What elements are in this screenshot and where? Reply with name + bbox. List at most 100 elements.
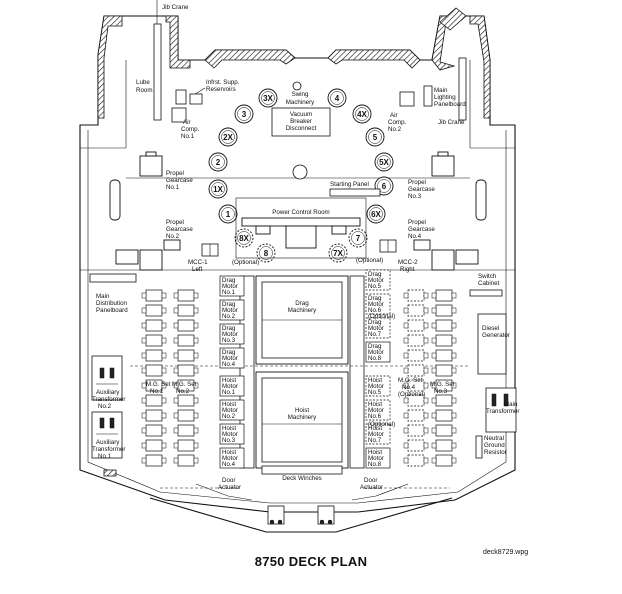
mg-set-3-line-2: No.3 <box>434 388 448 395</box>
switch-cabinet: Switch Cabinet <box>469 273 503 297</box>
circle-label: 8X <box>239 234 249 243</box>
main-transformer: Main Transformer <box>485 387 519 433</box>
mg-set-coupling <box>403 352 409 359</box>
motor-label-line: Motor <box>222 331 238 338</box>
propel-gearcase-3: Propel Gearcase No.3 <box>408 151 487 221</box>
mg-set-coupling <box>173 442 179 449</box>
motor-label-line: Hoist <box>368 425 382 432</box>
swing-motor-circle: 7 <box>348 228 368 248</box>
diesel-generator: Diesel Generator <box>477 313 510 375</box>
mg-set-coupling <box>431 337 437 344</box>
mg-set-segment <box>145 394 163 407</box>
switch-cabinet-line-1: Switch <box>478 273 497 280</box>
propel-gearcase-3-line-3: No.3 <box>408 193 422 200</box>
mg-set-coupling <box>141 307 147 314</box>
air-comp-2-line-1: Air <box>390 112 398 119</box>
mg-set-2-label: M.G. Set No.2 <box>172 381 197 395</box>
swing-motor-circle: 4X <box>352 104 372 124</box>
mg-set-coupling <box>173 412 179 419</box>
hatched-walls <box>97 15 491 477</box>
mg-set-segment <box>407 364 425 377</box>
mg-set-column <box>141 289 167 467</box>
aux-transformer-2-line-2: Transformer <box>92 396 125 403</box>
motor-label-line: No.7 <box>368 331 382 338</box>
mg-set-coupling <box>451 322 457 329</box>
motor-label-line: No.6 <box>368 413 382 420</box>
mg-set-coupling <box>423 352 429 359</box>
motor-label-line: Hoist <box>222 425 236 432</box>
swing-motor-circle: 4 <box>327 88 347 108</box>
propel-gearcase-1-line-1: Propel <box>166 170 184 177</box>
mg-set-segment <box>435 289 453 302</box>
mg-set-coupling <box>403 427 409 434</box>
mg-set-coupling <box>423 382 429 389</box>
mg-set-coupling <box>161 382 167 389</box>
mg-set-1-line-1: M.G. Set <box>146 381 171 388</box>
motor-label-line: No.4 <box>222 461 236 468</box>
motor-label-line: No.6 <box>368 307 382 314</box>
mg-set-coupling <box>451 367 457 374</box>
air-comp-1-line-3: No.1 <box>181 133 195 140</box>
motor-label-line: No.5 <box>368 389 382 396</box>
mg-set-segment <box>145 349 163 362</box>
mg-set-segment <box>435 304 453 317</box>
main-lighting-line-3: Panelboard <box>434 101 466 108</box>
mg-set-coupling <box>423 337 429 344</box>
motor-label-line: Drag <box>222 277 236 284</box>
mg-set-segment <box>407 319 425 332</box>
propel-gearcase-4-line-3: No.4 <box>408 233 422 240</box>
propel-gearcase-2-line-2: Gearcase <box>166 226 193 233</box>
mg-set-coupling <box>423 292 429 299</box>
mg-set-coupling <box>193 457 199 464</box>
drag-hoist-motors: DragMotorNo.1DragMotorNo.2DragMotorNo.3D… <box>219 269 391 469</box>
motor-label-line: No.5 <box>368 283 382 290</box>
motor-label-line: Hoist <box>222 449 236 456</box>
motor-label-line: Motor <box>222 383 238 390</box>
mg-set-segment <box>177 409 195 422</box>
mg-set-segment <box>177 439 195 452</box>
circle-label: 4X <box>357 110 367 119</box>
motor-label-line: No.8 <box>368 355 382 362</box>
neutral-ground-line-2: Ground <box>484 442 505 449</box>
mg-set-coupling <box>403 397 409 404</box>
drag-machinery: Drag Machinery <box>255 275 349 365</box>
motor-label-line: No.3 <box>222 437 236 444</box>
circle-label: 1 <box>226 210 231 219</box>
infrst-supp-line-2: Reservoirs <box>206 86 236 93</box>
propel-gearcase-3-line-2: Gearcase <box>408 186 435 193</box>
mg-set-1-line-2: No.1 <box>150 388 164 395</box>
optional-label-right: (Optional) <box>356 257 383 264</box>
door-actuator-right-line-2: Actuator <box>360 484 383 491</box>
power-control-room-label: Power Control Room <box>272 209 329 216</box>
mg-set-segment <box>407 304 425 317</box>
mg-set-coupling <box>161 292 167 299</box>
swing-motor-circle: 3 <box>234 104 254 124</box>
aux-transformer-2: Auxiliary Transformer No.2 <box>91 355 125 410</box>
propel-gearcase-1-line-2: Gearcase <box>166 177 193 184</box>
motor-label-line: Motor <box>222 283 238 290</box>
lube-room-line-2: Room <box>136 87 153 94</box>
circle-label: 3 <box>242 110 247 119</box>
air-comp-2: Air Comp. No.2 <box>388 91 415 133</box>
mcc-1-line-2: Left <box>192 266 203 273</box>
mg-set-segment <box>435 334 453 347</box>
drag-machinery-line-2: Machinery <box>288 307 317 314</box>
mg-set-coupling <box>403 292 409 299</box>
diesel-generator-line-2: Generator <box>482 332 510 339</box>
mg-set-coupling <box>403 337 409 344</box>
vacuum-breaker-line-3: Disconnect <box>286 125 317 132</box>
mg-set-coupling <box>141 292 147 299</box>
motor-label-line: Motor <box>222 431 238 438</box>
motor-label-line: Motor <box>368 349 384 356</box>
mg-set-coupling <box>431 352 437 359</box>
mg-set-segment <box>145 289 163 302</box>
main-distribution-line-2: Distribution <box>96 300 128 307</box>
deck-winches-label: Deck Winches <box>282 475 322 482</box>
circle-label: 7X <box>333 249 343 258</box>
motor-label-line: Motor <box>222 355 238 362</box>
